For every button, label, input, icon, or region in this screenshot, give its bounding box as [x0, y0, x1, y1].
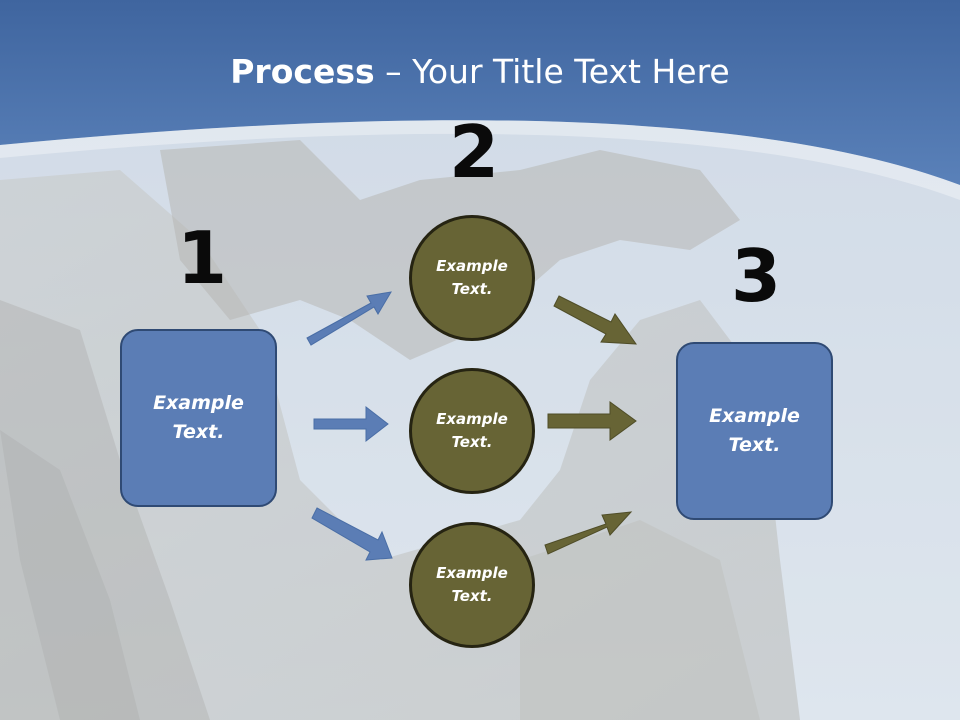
arrow-down-right-olive [553, 295, 638, 345]
title-rest: – Your Title Text Here [374, 52, 730, 91]
step-number-3: 3 [731, 234, 782, 318]
step-circle-top: Example Text. [409, 215, 535, 341]
header-band [0, 0, 960, 185]
arrow-right-blue [313, 405, 389, 443]
step-number-1: 1 [177, 216, 228, 300]
step-circle-bottom: Example Text. [409, 522, 535, 648]
arrow-right-olive [547, 401, 637, 441]
step-box-3-label: Example Text. [709, 405, 800, 456]
arrow-up-right-olive [544, 511, 633, 555]
slide-title: Process – Your Title Text Here [0, 52, 960, 91]
step-box-1: Example Text. [120, 329, 277, 507]
step-circle-middle-label: Example Text. [436, 410, 508, 451]
step-circle-bottom-label: Example Text. [436, 564, 508, 605]
arrow-down-right-blue [311, 507, 393, 561]
arrow-up-right-blue [306, 291, 392, 346]
step-circle-middle: Example Text. [409, 368, 535, 494]
step-box-1-label: Example Text. [153, 392, 244, 443]
step-number-2: 2 [449, 110, 500, 194]
step-circle-top-label: Example Text. [436, 257, 508, 298]
title-bold: Process [230, 52, 375, 91]
step-box-3: Example Text. [676, 342, 833, 520]
